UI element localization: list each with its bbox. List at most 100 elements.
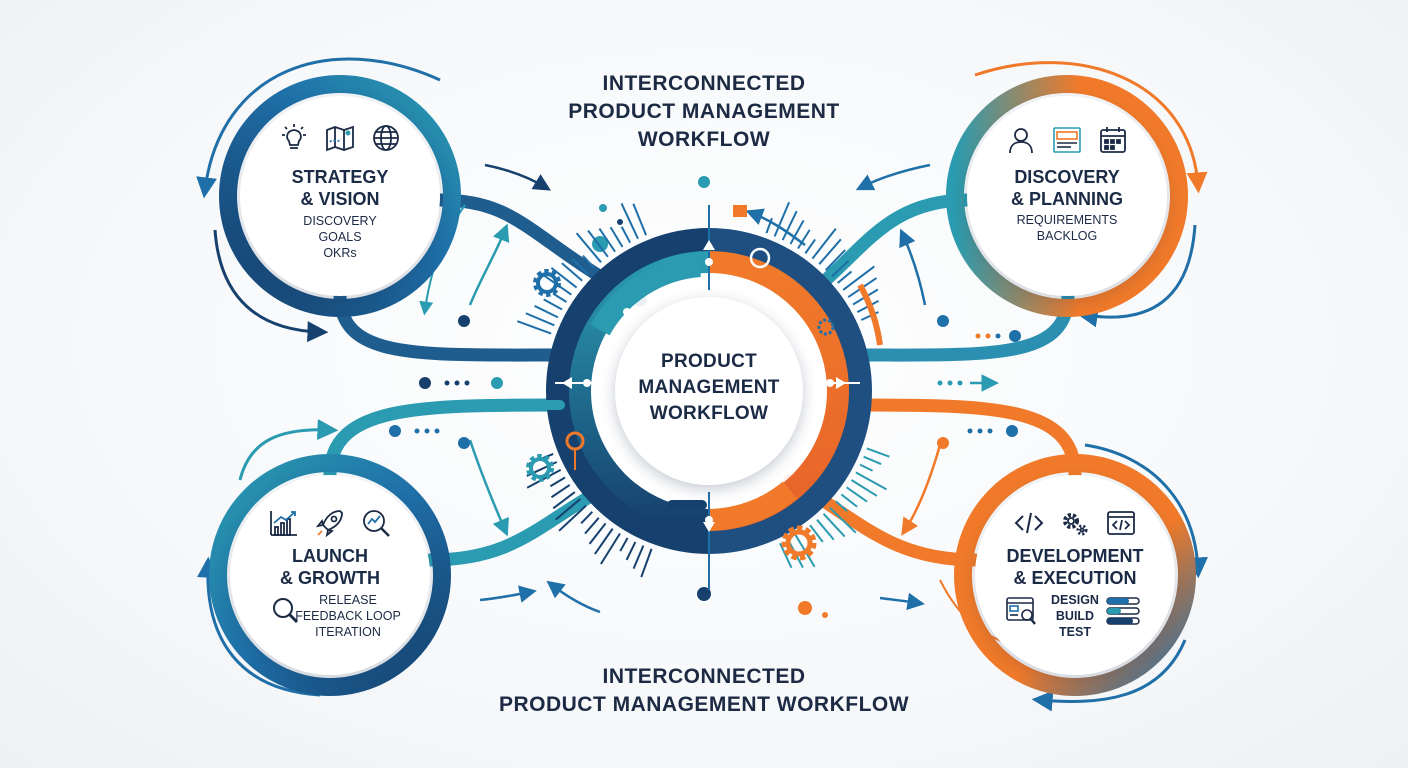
dev-title-line-2: & EXECUTION [1013, 568, 1137, 588]
hub-ray [525, 312, 555, 327]
lightbulb-icon [282, 124, 306, 149]
dev-item-2: BUILD [1055, 609, 1095, 623]
hub-ray [765, 217, 773, 234]
hub-ray [543, 298, 563, 311]
hub-ring-right-outer [708, 228, 872, 554]
analytics-search-icon [363, 510, 390, 537]
strategy-title: STRATEGY & VISION [240, 166, 440, 210]
launch-items: RELEASE FEEDBACK LOOP ITERATION [248, 592, 448, 640]
hub-ray [797, 229, 811, 250]
hub-ray [587, 229, 609, 258]
hub-ray [550, 267, 578, 289]
strategy-item-1: DISCOVERY [303, 214, 377, 228]
arrow-bl-right [479, 585, 537, 603]
hub-radial-rays [516, 201, 890, 578]
hub-ray [824, 249, 846, 271]
diagram-title-bottom: INTERCONNECTED PRODUCT MANAGEMENT WORKFL… [404, 663, 1004, 719]
strategy-items: DISCOVERY GOALS OKRs [240, 213, 440, 261]
gear-icon-bottom [781, 525, 817, 561]
hub-ray [620, 202, 639, 240]
hub-ray [829, 506, 857, 534]
hub-ray [640, 548, 653, 578]
hub-ray [804, 238, 816, 254]
decor-bar-top [733, 205, 747, 217]
hub-title: PRODUCT MANAGEMENT WORKFLOW [615, 349, 803, 427]
dev-item-3: TEST [1059, 625, 1091, 639]
node-discovery-planning: DISCOVERY & PLANNING REQUIREMENTS BACKLO… [967, 96, 1167, 296]
title-bottom-line-1: INTERCONNECTED [602, 665, 806, 688]
hub-ray [552, 491, 576, 510]
hub-ray [619, 537, 629, 552]
decor-arc-right [857, 283, 883, 346]
dotted-trails [389, 176, 1021, 618]
wireframe-icon [1053, 127, 1081, 153]
strategy-title-line-1: STRATEGY [291, 167, 389, 187]
hub-ray [594, 528, 614, 555]
hub-ray [850, 479, 878, 497]
hub-ray [859, 463, 874, 472]
hub-ray [866, 447, 890, 458]
gear-icon-tl [533, 269, 561, 297]
arrow-top-bar [745, 208, 806, 247]
hub-ray [571, 258, 589, 276]
hub-ray [584, 517, 600, 535]
hub-ray [831, 260, 850, 278]
hub-ray [779, 542, 793, 569]
gear-icon-bl [526, 454, 554, 482]
hub-ray [837, 270, 853, 284]
hub-ray [781, 210, 798, 241]
strategy-item-2: GOALS [318, 230, 362, 244]
loop-arrow-strategy-left [213, 229, 329, 343]
arrow-br-right [879, 592, 925, 611]
dev-items: DESIGN BUILD TEST [975, 592, 1175, 640]
hub-center-circle: PRODUCT MANAGEMENT WORKFLOW [615, 297, 803, 485]
launch-item-2: FEEDBACK LOOP [295, 609, 401, 623]
arrow-bottom-left-curve [546, 580, 601, 614]
globe-icon [373, 125, 399, 151]
loop-arrow-dev-bottom [1031, 639, 1187, 712]
progress-bars-icon [1106, 597, 1140, 625]
hub-ray [773, 201, 791, 237]
loop-arrow-discovery [974, 61, 1208, 194]
launch-magnifier [270, 595, 302, 627]
title-top-line-2: PRODUCT MANAGEMENT [568, 100, 840, 123]
hub-ray [842, 265, 875, 291]
arrow-tr-down [899, 228, 927, 306]
hub-ray [840, 493, 858, 508]
hub-ray [811, 228, 837, 260]
hub-title-line-2: MANAGEMENT [638, 377, 780, 398]
discovery-icons [967, 124, 1167, 156]
hub-ray [580, 511, 594, 525]
arrow-tl-curve [468, 223, 510, 306]
loop-arrow-strategy [196, 57, 441, 199]
hub-ray [846, 486, 868, 503]
hub-ray [561, 262, 583, 282]
hub-title-line-1: PRODUCT [660, 351, 758, 372]
title-bottom-line-2: PRODUCT MANAGEMENT WORKFLOW [498, 693, 910, 716]
dev-icons [975, 507, 1175, 539]
dev-progress-wrap [1105, 595, 1141, 627]
hub-ray [575, 232, 602, 263]
arrow-to-hub-tl [484, 163, 552, 191]
hub-ray [632, 545, 645, 570]
growth-chart-icon [270, 511, 297, 536]
decor-bar-bottom [667, 500, 707, 510]
hub-ray [632, 203, 647, 236]
interior-arrows [468, 163, 999, 614]
hub-ray [534, 305, 559, 319]
hub-ray [835, 500, 848, 512]
launch-title-line-1: LAUNCH [292, 546, 368, 566]
hub-ray [588, 522, 607, 545]
arrow-br-down [901, 444, 942, 536]
diagram-title-top: INTERCONNECTED PRODUCT MANAGEMENT WORKFL… [504, 70, 904, 154]
hub-title-line-3: WORKFLOW [649, 403, 769, 424]
hub-ray [582, 255, 596, 269]
strategy-item-3: OKRs [323, 246, 357, 260]
magnifier-icon [273, 598, 299, 624]
hub-ray [550, 484, 571, 499]
loop-arrow-dev [1084, 443, 1208, 579]
dashboard-icon [1006, 597, 1036, 625]
hub-ray [598, 227, 616, 253]
dev-item-1: DESIGN [1051, 593, 1099, 607]
